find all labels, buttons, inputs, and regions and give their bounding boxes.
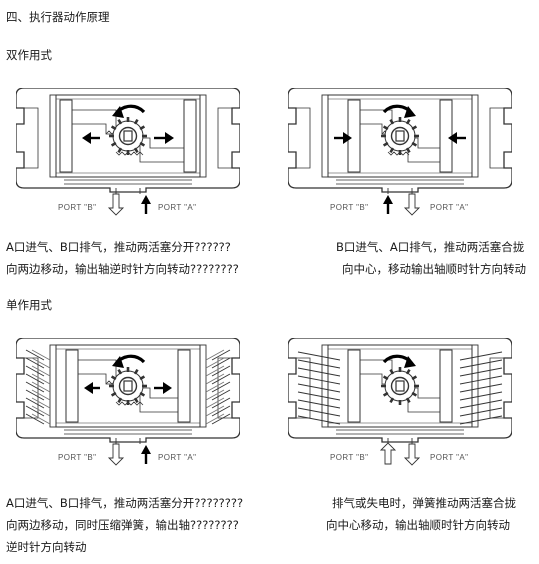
double-acting-diagram-right: PORT "B" PORT "A" — [288, 88, 512, 216]
single-acting-heading: 单作用式 — [6, 298, 52, 312]
single-left-caption-line2: 向两边移动，同时压缩弹簧，输出轴???????? — [6, 518, 239, 532]
port-b-label: PORT "B" — [330, 453, 368, 462]
port-a-label: PORT "A" — [158, 453, 196, 462]
double-acting-diagram-left: PORT "B" PORT "A" — [16, 88, 240, 216]
port-b-label: PORT "B" — [58, 453, 96, 462]
single-acting-diagram-right: PORT "B" PORT "A" — [288, 338, 512, 466]
double-right-caption-line1: B口进气、A口排气，推动两活塞合拢 — [336, 240, 525, 254]
single-acting-diagram-left: PORT "B" PORT "A" — [16, 338, 240, 466]
single-right-caption-line2: 向中心移动，输出轴顺时针方向转动 — [326, 518, 510, 532]
double-left-caption-line1: A口进气、B口排气，推动两活塞分开?????? — [6, 240, 231, 254]
port-a-label: PORT "A" — [158, 203, 196, 212]
section-title: 四、执行器动作原理 — [6, 10, 110, 24]
double-acting-heading: 双作用式 — [6, 48, 52, 62]
double-right-caption-line2: 向中心，移动输出轴顺时针方向转动 — [342, 262, 526, 276]
double-left-caption-line2: 向两边移动，输出轴逆时针方向转动???????? — [6, 262, 239, 276]
port-b-label: PORT "B" — [330, 203, 368, 212]
port-a-label: PORT "A" — [430, 453, 468, 462]
port-b-label: PORT "B" — [58, 203, 96, 212]
single-left-caption-line1: A口进气、B口排气，推动两活塞分开???????? — [6, 496, 244, 510]
single-left-caption-line3: 逆时针方向转动 — [6, 540, 87, 554]
single-right-caption-line1: 排气或失电时，弹簧推动两活塞合拢 — [332, 496, 516, 510]
port-a-label: PORT "A" — [430, 203, 468, 212]
